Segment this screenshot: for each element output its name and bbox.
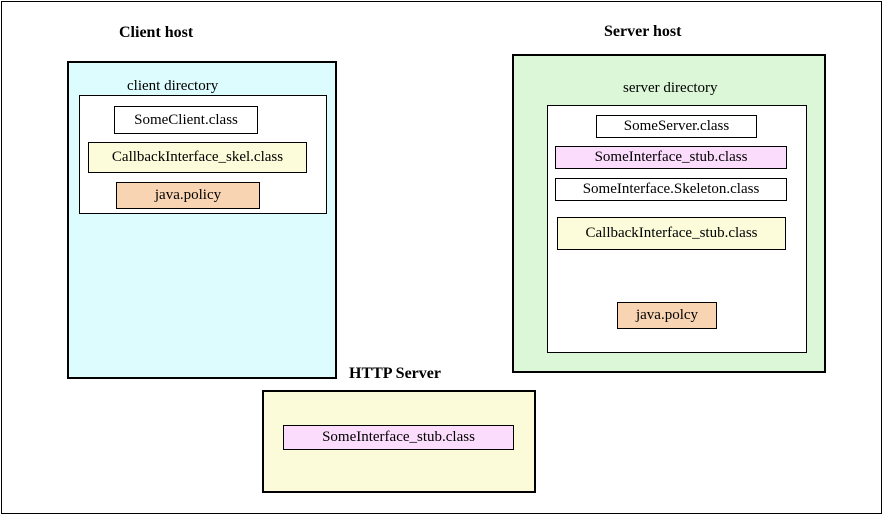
client-host-title: Client host bbox=[119, 24, 194, 41]
server-host-title: Server host bbox=[604, 23, 682, 40]
client-directory-box: SomeClient.class CallbackInterface_skel.… bbox=[79, 95, 327, 214]
file-server-java-policy: java.polcy bbox=[617, 302, 717, 329]
file-callbackinterface-stub-class: CallbackInterface_stub.class bbox=[557, 217, 786, 250]
file-someinterface-stub-class: SomeInterface_stub.class bbox=[555, 146, 787, 169]
server-directory-label: server directory bbox=[623, 80, 718, 96]
server-host-box: server directory SomeServer.class SomeIn… bbox=[512, 54, 826, 373]
client-host-box: client directory SomeClient.class Callba… bbox=[67, 61, 337, 379]
http-server-box: SomeInterface_stub.class bbox=[262, 390, 536, 493]
http-server-title: HTTP Server bbox=[349, 365, 441, 382]
client-directory-label: client directory bbox=[127, 78, 219, 94]
server-directory-box: SomeServer.class SomeInterface_stub.clas… bbox=[547, 105, 807, 353]
file-someserver-class: SomeServer.class bbox=[596, 115, 757, 138]
file-callbackinterface-skel-class: CallbackInterface_skel.class bbox=[88, 142, 307, 173]
file-client-java-policy: java.policy bbox=[116, 182, 260, 209]
file-http-someinterface-stub-class: SomeInterface_stub.class bbox=[283, 425, 514, 450]
file-someclient-class: SomeClient.class bbox=[114, 106, 258, 134]
file-someinterface-skeleton-class: SomeInterface.Skeleton.class bbox=[555, 178, 787, 201]
